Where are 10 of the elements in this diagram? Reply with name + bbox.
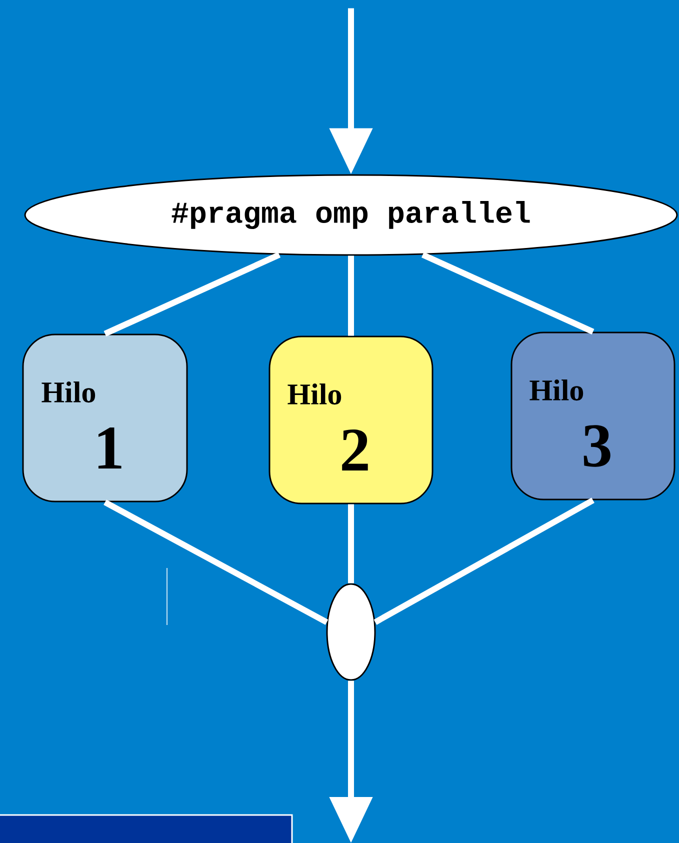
connector-line — [374, 498, 594, 625]
thread-box: Hilo 3 — [510, 332, 676, 500]
join-ellipse — [326, 583, 376, 681]
thread-box: Hilo 2 — [268, 336, 434, 504]
connector-line — [421, 252, 594, 334]
connector-line — [104, 252, 281, 336]
thread-box: Hilo 1 — [22, 334, 188, 502]
connector-line — [348, 504, 354, 584]
connector-line — [104, 500, 328, 625]
connector-line — [348, 256, 354, 336]
